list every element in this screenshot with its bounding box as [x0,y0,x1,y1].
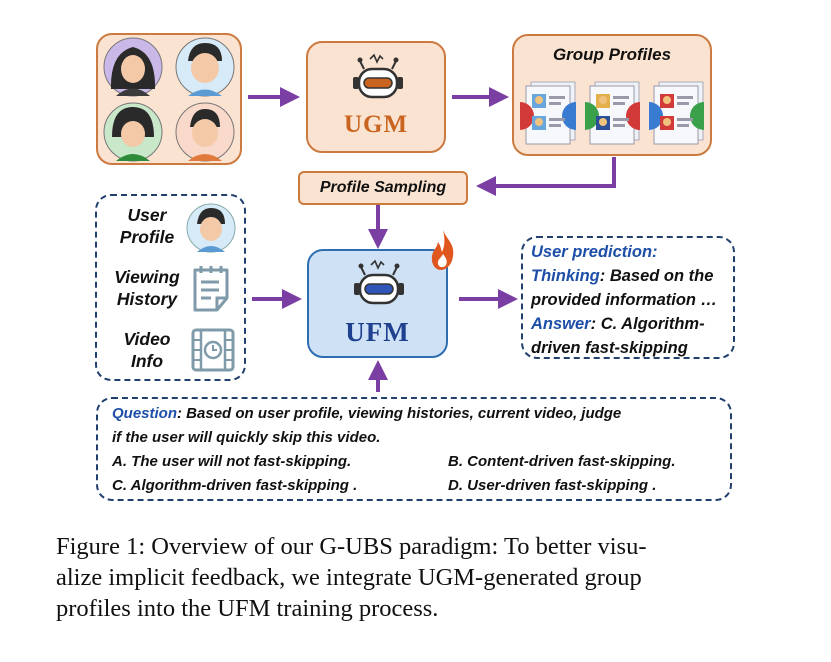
option-d: D. User-driven fast-skipping . [448,477,657,494]
question-line-1: Question: Based on user profile, viewing… [112,402,621,426]
answer-line-1: Answer: C. Algorithm- [531,312,705,336]
viewing-history-line-1: Viewing [114,267,180,287]
male-avatar-icon [175,102,235,162]
option-c: C. Algorithm-driven fast-skipping . [112,477,358,494]
profile-sampling-label: Profile Sampling [319,179,447,196]
viewing-history-line-2: History [116,289,178,309]
ugm-box: UGM [306,41,446,153]
thinking-line-1: Thinking: Based on the [531,264,713,288]
prediction-heading-text: User prediction: [531,243,658,261]
profile-card-icon [585,81,640,145]
answer-text-1: : C. Algorithm- [590,315,705,333]
user-profile-label: User Profile [107,204,187,248]
option-b: B. Content-driven fast-skipping. [448,453,676,470]
male-avatar-icon [175,37,235,97]
profile-card-icon [649,81,704,145]
question-label: Question [112,405,178,422]
avatar-group [103,37,235,162]
profile-cards [520,81,704,145]
video-info-icon [191,328,235,372]
ufm-box: UFM [307,249,448,358]
ufm-label: UFM [345,317,410,347]
caption-line-1: Figure 1: Overview of our G-UBS paradigm… [56,533,647,560]
avatars-box [96,33,242,165]
male-avatar-icon [186,203,236,253]
question-line-2: if the user will quickly skip this video… [112,429,381,446]
thinking-text-1: : Based on the [599,267,714,285]
viewing-history-label: Viewing History [107,266,187,310]
thinking-line-2: provided information … [531,291,718,309]
prediction-heading: User prediction: [531,240,658,264]
robot-icon [353,53,403,99]
profiles-to-sampling-arrow [476,157,616,196]
thinking-label: Thinking [531,267,600,285]
viewing-history-icon [193,266,229,312]
inputs-box: User Profile Viewing History Video Info [95,194,246,381]
caption-line-2: alize implicit feedback, we integrate UG… [56,564,642,591]
user-profile-line-1: User [127,205,167,225]
group-profiles-title: Group Profiles [552,45,672,64]
prediction-box: User prediction: Thinking: Based on the … [521,236,735,359]
female-avatar-icon [103,102,163,162]
ugm-label: UGM [343,111,409,138]
robot-icon [354,259,404,305]
answer-line-2: driven fast-skipping [531,339,688,357]
video-info-line-1: Video [123,329,171,349]
group-profiles-box: Group Profiles [512,34,712,156]
question-text-1: : Based on user profile, viewing histori… [177,405,622,422]
option-a: A. The user will not fast-skipping. [112,453,352,470]
figure-caption: Figure 1: Overview of our G-UBS paradigm… [56,531,796,624]
answer-label: Answer [531,315,591,333]
question-box: Question: Based on user profile, viewing… [96,397,732,501]
video-info-line-2: Info [130,351,164,371]
profile-sampling-box: Profile Sampling [298,171,468,205]
caption-line-3: profiles into the UFM training process. [56,595,439,622]
profile-card-icon [520,81,576,145]
user-profile-line-2: Profile [119,227,175,247]
fire-icon [431,230,454,270]
female-avatar-icon [103,37,163,97]
video-info-label: Video Info [107,328,187,372]
